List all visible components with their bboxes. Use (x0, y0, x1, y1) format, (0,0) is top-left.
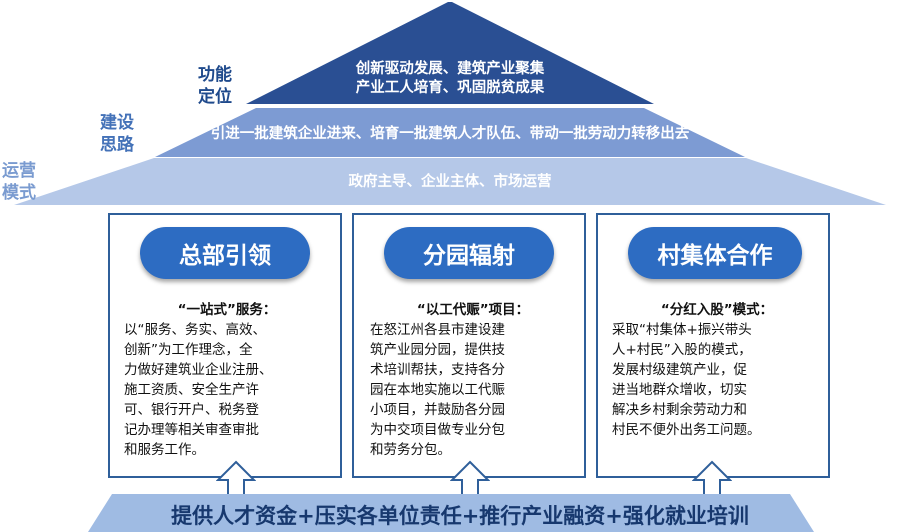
label-function-line-1: 功能 (198, 65, 232, 85)
pillar-line: 施工资质、安全生产许 (124, 382, 259, 398)
roof-top-tier (246, 2, 654, 104)
roof-bottom-tier (14, 158, 886, 205)
label-approach-line-2: 思路 (100, 135, 134, 155)
label-operation-line-2: 模式 (2, 183, 36, 203)
pillar-title-headquarters: 总部引领 (140, 227, 310, 279)
pillar-line: 采取“村集体+振兴带头 (612, 322, 752, 338)
middle-tier-text: 引进一批建筑企业进来、培育一批建筑人才队伍、带动一批劳动力转移出去 (210, 126, 690, 142)
roof-diagram (14, 2, 886, 205)
pillar-line: 村民不便外出务工问题。 (612, 422, 761, 438)
pillar-body-headquarters: “一站式”服务： 以“服务、务实、高效、 创新”为工作理念，全 力做好建筑业企业… (124, 300, 330, 460)
pillar-line: 力做好建筑业企业注册、 (124, 362, 273, 378)
pillar-body-village-cooperation: “分红入股”模式： 采取“村集体+振兴带头 人+村民”入股的模式， 发展村级建筑… (612, 300, 822, 440)
top-tier-line-2: 产业工人培育、巩固脱贫成果 (355, 80, 545, 96)
pillar-line: 发展村级建筑产业，促 (612, 362, 747, 378)
label-function-positioning: 功能 定位 (198, 64, 232, 108)
label-construction-approach: 建设 思路 (100, 112, 134, 156)
pillar-heading: “分红入股”模式： (660, 302, 774, 318)
roof-middle-tier (155, 108, 745, 157)
label-function-line-2: 定位 (198, 87, 232, 107)
pillar-line: 术培训帮扶，支持各分 (370, 362, 505, 378)
pillar-line: 在怒江州各县市建设建 (370, 322, 505, 338)
pillar-title-village-cooperation: 村集体合作 (628, 227, 802, 279)
pillar-title-branch-parks: 分园辐射 (384, 227, 554, 279)
label-approach-line-1: 建设 (100, 113, 134, 133)
pillar-body-branch-parks: “以工代赈”项目： 在怒江州各县市建设建 筑产业园分园，提供技 术培训帮扶，支持… (370, 300, 576, 460)
label-operation-line-1: 运营 (2, 161, 36, 181)
pillar-line: 进当地群众增收，切实 (612, 382, 747, 398)
bottom-tier-text: 政府主导、企业主体、市场运营 (348, 174, 552, 190)
pillar-heading: “以工代赈”项目： (416, 302, 530, 318)
pillar-line: 为中交项目做专业分包 (370, 422, 505, 438)
pillar-line: 筑产业园分园，提供技 (370, 342, 505, 358)
pillar-line: 小项目，并鼓励各分园 (370, 402, 505, 418)
label-operation-mode: 运营 模式 (2, 160, 36, 204)
pillar-line: 园在本地实施以工代赈 (370, 382, 505, 398)
pillar-line: 创新”为工作理念，全 (124, 342, 253, 358)
pillar-line: 和服务工作。 (124, 442, 205, 458)
pillar-heading: “一站式”服务： (177, 302, 277, 318)
pillar-line: 和劳务分包。 (370, 442, 451, 458)
pillar-line: 可、银行开户、税务登 (124, 402, 259, 418)
pillar-line: 解决乡村剩余劳动力和 (612, 402, 747, 418)
top-tier-line-1: 创新驱动发展、建筑产业聚集 (355, 61, 545, 77)
foundation-text: 提供人才资金+压实各单位责任+推行产业融资+强化就业培训 (171, 504, 749, 528)
pillar-line: 人+村民”入股的模式， (612, 342, 752, 358)
pillar-line: 以“服务、务实、高效、 (124, 322, 266, 338)
pillar-line: 记办理等相关审查审批 (124, 422, 259, 438)
